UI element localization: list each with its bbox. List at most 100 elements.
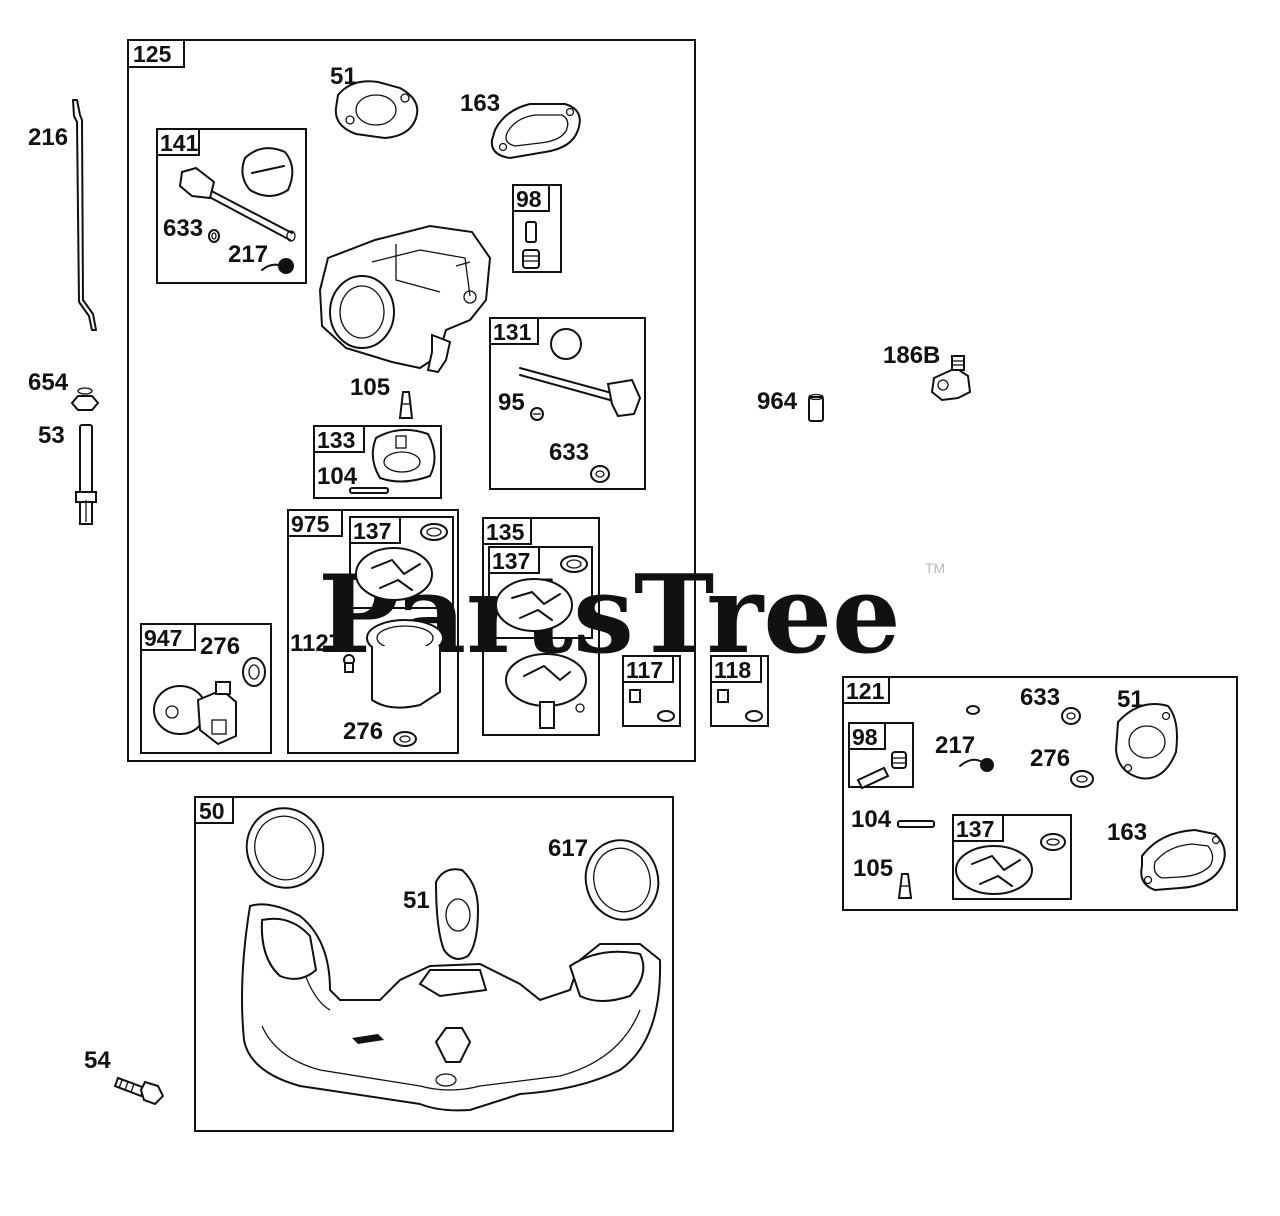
screw-1127[interactable] xyxy=(343,654,355,673)
group-50-tag xyxy=(194,796,234,824)
callout-163-top: 163 xyxy=(460,90,500,117)
gasket-kit-137-c[interactable] xyxy=(955,833,1066,895)
group-98b-number: 98 xyxy=(852,724,878,750)
washer-276-kit[interactable] xyxy=(1070,770,1094,788)
bushing-633-throttle[interactable] xyxy=(590,465,610,483)
gasket-163[interactable] xyxy=(490,103,581,160)
callout-104-float: 104 xyxy=(317,463,358,490)
group-50-frame xyxy=(194,796,674,1132)
group-135-number: 135 xyxy=(486,519,525,545)
group-125-number: 125 xyxy=(133,41,172,67)
group-975-tag xyxy=(287,509,343,537)
idle-screw-kit[interactable] xyxy=(856,751,907,790)
oring-617-right[interactable] xyxy=(577,832,667,928)
gasket-51-manifold[interactable] xyxy=(434,868,480,960)
group-141-tag xyxy=(156,128,200,156)
group-141-frame xyxy=(156,128,307,284)
callout-54: 54 xyxy=(84,1047,111,1074)
carb-base-135[interactable] xyxy=(505,653,587,729)
group-135-tag xyxy=(482,517,532,545)
group-133-tag xyxy=(313,425,365,453)
group-137-tag-c xyxy=(952,814,1004,842)
bolt-54[interactable] xyxy=(113,1076,165,1106)
washer-276-solenoid[interactable] xyxy=(242,657,266,687)
gasket-kit-137-b[interactable] xyxy=(495,555,588,632)
group-121-tag xyxy=(842,676,890,704)
jet-118[interactable] xyxy=(717,689,763,722)
idle-screw-and-spring[interactable] xyxy=(522,221,540,269)
group-135-frame xyxy=(482,517,600,736)
group-131-frame xyxy=(489,317,646,490)
group-131-tag xyxy=(489,317,539,345)
choke-shaft-and-plate[interactable] xyxy=(178,147,296,242)
group-947-number: 947 xyxy=(144,625,182,651)
float-pin-104-kit[interactable] xyxy=(897,820,935,828)
carburetor-body[interactable] xyxy=(318,224,492,374)
group-98b-tag xyxy=(848,722,886,750)
oring-617-left[interactable] xyxy=(236,797,335,898)
gasket-51-kit[interactable] xyxy=(1114,703,1178,780)
group-137-number-b: 137 xyxy=(492,548,530,574)
throttle-shaft-and-plate[interactable] xyxy=(519,328,642,418)
float-133[interactable] xyxy=(371,428,436,483)
group-137-tag-b xyxy=(488,546,540,574)
float-bowl-975[interactable] xyxy=(366,619,444,709)
spring-217-kit[interactable] xyxy=(959,758,994,772)
group-118-tag xyxy=(710,655,762,683)
gasket-kit-137-a[interactable] xyxy=(355,523,448,601)
group-133-frame xyxy=(313,425,442,499)
callout-276-solenoid: 276 xyxy=(200,633,240,660)
nut-654[interactable] xyxy=(70,387,100,411)
callout-276-kit: 276 xyxy=(1030,745,1070,772)
callout-216: 216 xyxy=(28,124,68,151)
callout-53: 53 xyxy=(38,422,65,449)
callout-95: 95 xyxy=(498,389,525,416)
stud-53[interactable] xyxy=(75,424,97,525)
group-137-frame-a xyxy=(349,516,454,609)
governor-link-rod[interactable] xyxy=(72,99,97,331)
callout-104-kit: 104 xyxy=(851,806,892,833)
callout-51-manifold: 51 xyxy=(403,887,430,914)
group-121-number: 121 xyxy=(846,678,885,704)
group-131-number: 131 xyxy=(493,319,532,345)
washer-276-bowl[interactable] xyxy=(393,731,417,747)
group-947-tag xyxy=(140,623,196,651)
callout-633-choke: 633 xyxy=(163,215,203,242)
group-125-frame xyxy=(127,39,696,762)
callout-1127: 1127 xyxy=(290,630,342,657)
oring-121[interactable] xyxy=(966,705,980,715)
spring-217-choke[interactable] xyxy=(261,258,294,274)
needle-valve-105[interactable] xyxy=(398,391,414,419)
group-137-number-a: 137 xyxy=(353,518,391,544)
screw-95[interactable] xyxy=(530,407,544,421)
sleeve-964[interactable] xyxy=(808,393,824,422)
callout-964: 964 xyxy=(757,388,798,415)
group-947-frame xyxy=(140,623,272,754)
group-141-number: 141 xyxy=(160,130,199,156)
intake-manifold[interactable] xyxy=(241,903,662,1112)
callout-633-kit: 633 xyxy=(1020,684,1060,711)
fuel-solenoid-947[interactable] xyxy=(153,681,237,746)
group-137-frame-b xyxy=(488,546,593,639)
jet-117[interactable] xyxy=(629,689,675,722)
group-50-number: 50 xyxy=(199,798,225,824)
group-137-number-c: 137 xyxy=(956,816,994,842)
callout-633-throttle: 633 xyxy=(549,439,589,466)
bushing-633-kit[interactable] xyxy=(1061,707,1081,725)
float-pin-104[interactable] xyxy=(349,487,389,494)
gasket-163-kit[interactable] xyxy=(1140,828,1226,892)
group-137-frame-c xyxy=(952,814,1072,900)
group-975-number: 975 xyxy=(291,511,330,537)
callout-105-top: 105 xyxy=(350,374,390,401)
group-121-frame xyxy=(842,676,1238,911)
callout-654: 654 xyxy=(28,369,69,396)
group-137-tag-a xyxy=(349,516,401,544)
fuel-shutoff-solenoid-186b[interactable] xyxy=(930,355,972,402)
callout-217-kit: 217 xyxy=(935,732,975,759)
callout-617: 617 xyxy=(548,835,588,862)
watermark-tm: TM xyxy=(925,560,945,576)
gasket-51[interactable] xyxy=(334,80,419,140)
bushing-633-choke[interactable] xyxy=(208,229,220,243)
needle-105-kit[interactable] xyxy=(897,873,913,899)
